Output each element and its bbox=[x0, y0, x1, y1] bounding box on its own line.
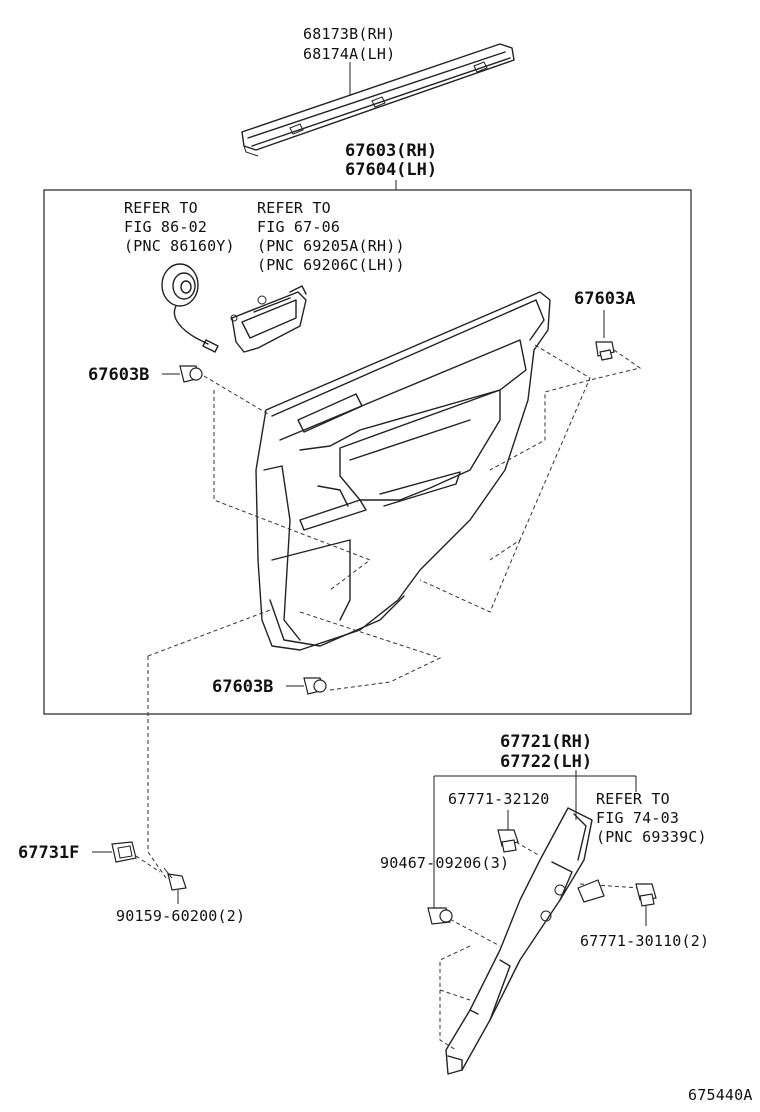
screw-60200-icon bbox=[163, 867, 187, 891]
label-clip-b-top: 67603B bbox=[88, 365, 149, 385]
label-cover-rh: 67721(RH) bbox=[500, 732, 592, 752]
dash-clip-a bbox=[589, 349, 642, 381]
ref2-line2: FIG 67-06 bbox=[257, 218, 340, 236]
screw-09206-icon bbox=[427, 907, 453, 925]
label-board-rh: 67603(RH) bbox=[345, 141, 437, 161]
figure-code: 675440A bbox=[688, 1086, 753, 1104]
ref2-line4: (PNC 69206C(LH)) bbox=[257, 256, 405, 274]
label-clip-a: 67603A bbox=[574, 289, 635, 309]
ref1-line3: (PNC 86160Y) bbox=[124, 237, 235, 255]
label-screw-60200: 90159-60200(2) bbox=[116, 907, 245, 925]
ref1-line1: REFER TO bbox=[124, 199, 198, 217]
pad-icon bbox=[577, 879, 605, 903]
ref3-line2: FIG 74-03 bbox=[596, 809, 679, 827]
dash-cap-screw bbox=[135, 855, 161, 873]
ref2-line3: (PNC 69205A(RH)) bbox=[257, 237, 405, 255]
clip-b-bottom-icon bbox=[303, 677, 327, 695]
ref3-line3: (PNC 69339C) bbox=[596, 828, 707, 846]
door-trim-board bbox=[255, 291, 551, 651]
dash-to-screw bbox=[147, 656, 167, 879]
label-cover-lh: 67722(LH) bbox=[500, 752, 592, 772]
ref3-line1: REFER TO bbox=[596, 790, 670, 808]
label-molding-lh: 68174A(LH) bbox=[303, 45, 395, 63]
clip-a-icon bbox=[595, 341, 615, 361]
label-screw-09206: 90467-09206(3) bbox=[380, 854, 509, 872]
cap-67731f-icon bbox=[111, 841, 137, 863]
belt-molding bbox=[241, 43, 515, 157]
clip-32120-icon bbox=[497, 829, 519, 853]
clip-30110-icon bbox=[635, 883, 657, 907]
pillar-cover bbox=[445, 807, 593, 1075]
label-clip-32120: 67771-32120 bbox=[448, 790, 550, 808]
board-dash-lines bbox=[147, 344, 591, 691]
label-clip-b-bottom: 67603B bbox=[212, 677, 273, 697]
leader-cover-bracket bbox=[433, 770, 637, 910]
speaker-icon bbox=[161, 263, 219, 353]
clip-b-top-icon bbox=[179, 365, 203, 383]
board-frame bbox=[43, 189, 692, 715]
ref2-line1: REFER TO bbox=[257, 199, 331, 217]
ref1-line2: FIG 86-02 bbox=[124, 218, 207, 236]
label-cap-67731f: 67731F bbox=[18, 843, 79, 863]
label-clip-30110: 67771-30110(2) bbox=[580, 932, 709, 950]
label-molding-rh: 68173B(RH) bbox=[303, 25, 395, 43]
door-handle-icon bbox=[230, 285, 307, 353]
label-board-lh: 67604(LH) bbox=[345, 160, 437, 180]
